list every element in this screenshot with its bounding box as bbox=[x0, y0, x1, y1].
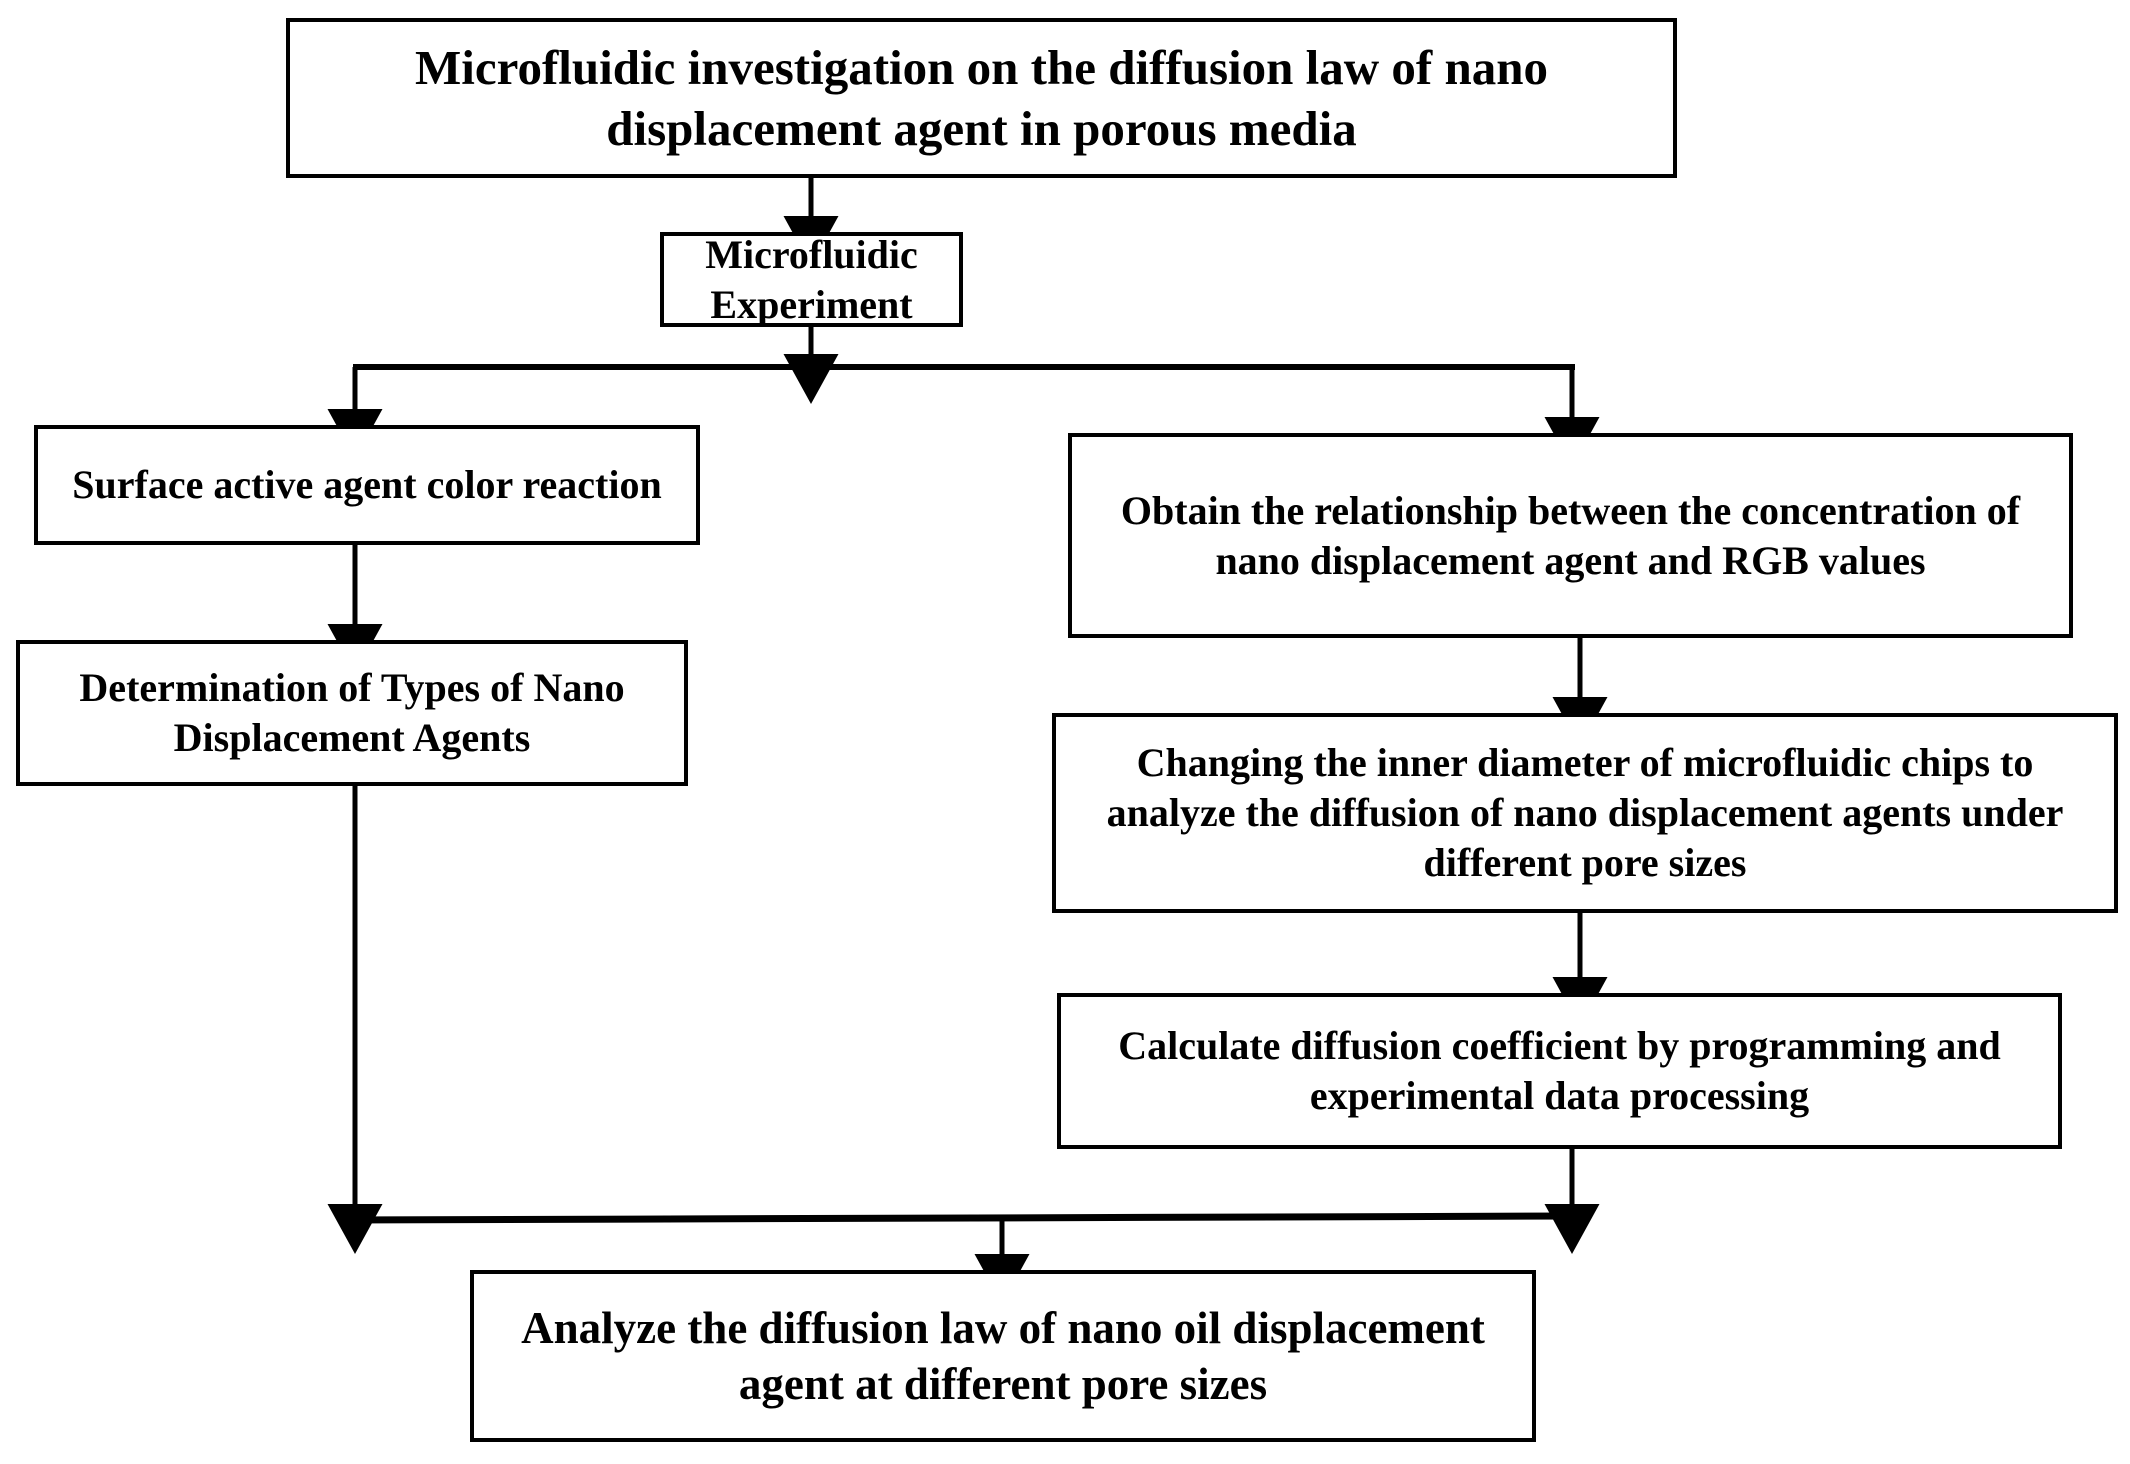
merge-bar-bottom bbox=[352, 1212, 1576, 1224]
node-calculate-diffusion-coefficient[interactable]: Calculate diffusion coefficient by progr… bbox=[1057, 993, 2062, 1149]
node-obtain-relationship-rgb-label: Obtain the relationship between the conc… bbox=[1120, 487, 2021, 583]
node-title-label: Microfluidic investigation on the diffus… bbox=[414, 39, 1548, 156]
node-title[interactable]: Microfluidic investigation on the diffus… bbox=[286, 18, 1677, 178]
node-changing-inner-diameter[interactable]: Changing the inner diameter of microflui… bbox=[1052, 713, 2118, 913]
node-obtain-relationship-rgb[interactable]: Obtain the relationship between the conc… bbox=[1068, 433, 2073, 638]
node-determination-of-types[interactable]: Determination of Types of Nano Displacem… bbox=[16, 640, 688, 786]
node-analyze-diffusion-law-label: Analyze the diffusion law of nano oil di… bbox=[521, 1302, 1485, 1409]
node-changing-inner-diameter-label: Changing the inner diameter of microflui… bbox=[1106, 740, 2064, 885]
node-microfluidic-experiment-label: Microfluidic Experiment bbox=[705, 231, 918, 327]
node-microfluidic-experiment[interactable]: Microfluidic Experiment bbox=[660, 232, 963, 327]
node-calculate-diffusion-coefficient-label: Calculate diffusion coefficient by progr… bbox=[1118, 1023, 2001, 1118]
node-determination-of-types-label: Determination of Types of Nano Displacem… bbox=[79, 665, 625, 760]
node-surface-active-agent-color-reaction-label: Surface active agent color reaction bbox=[72, 462, 662, 507]
node-analyze-diffusion-law[interactable]: Analyze the diffusion law of nano oil di… bbox=[470, 1270, 1536, 1442]
node-surface-active-agent-color-reaction[interactable]: Surface active agent color reaction bbox=[34, 425, 700, 545]
